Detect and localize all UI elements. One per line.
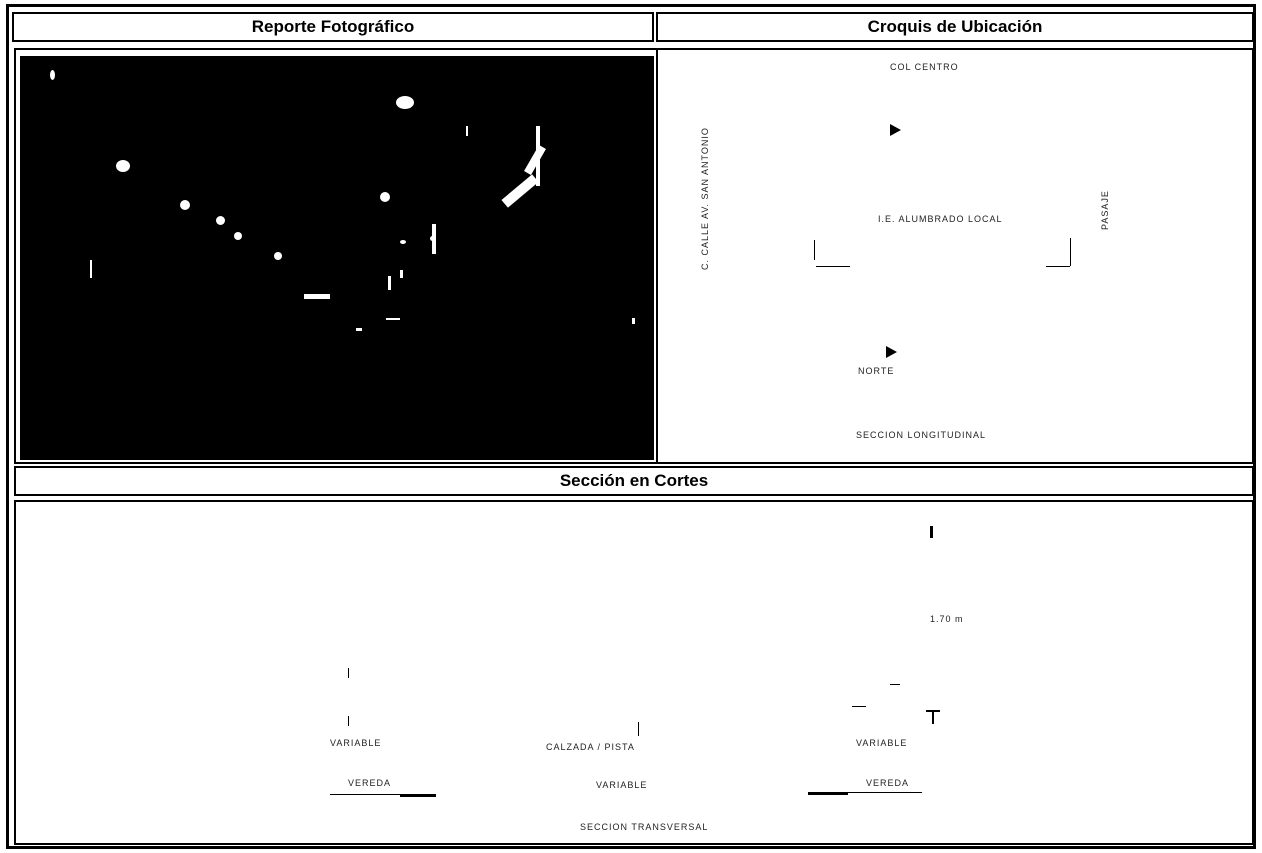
- sketch-road-line: [816, 266, 850, 267]
- light-point: [216, 216, 225, 225]
- section-ground-line: [400, 794, 436, 797]
- photo-report-header: Reporte Fotográfico: [12, 12, 654, 42]
- section-tick: [926, 710, 940, 712]
- sketch-right-vertical-label: PASAJE: [1100, 190, 1110, 230]
- night-photo: [20, 56, 654, 460]
- sketch-road-line: [814, 240, 815, 260]
- sketch-road-line: [1046, 266, 1070, 267]
- section-right-label-2: VEREDA: [866, 778, 910, 788]
- light-streak: [388, 276, 391, 290]
- light-streak: [400, 270, 403, 278]
- section-tick: [638, 722, 639, 736]
- section-center-label-2: VARIABLE: [596, 780, 648, 790]
- sketch-mid-label: I.E. ALUMBRADO LOCAL: [878, 214, 1003, 224]
- sketch-top-label: COL CENTRO: [890, 62, 959, 72]
- light-streak: [356, 328, 362, 331]
- sketch-north-label: NORTE: [858, 366, 895, 376]
- light-streak: [466, 126, 468, 136]
- section-tick: [932, 710, 934, 724]
- light-streak: [304, 294, 330, 299]
- section-left-label-2: VEREDA: [348, 778, 392, 788]
- section-tick: [852, 706, 866, 707]
- section-ground-line: [808, 792, 848, 795]
- light-streak: [501, 174, 539, 208]
- light-point: [400, 240, 406, 244]
- section-left-label-1: VARIABLE: [330, 738, 382, 748]
- light-point: [180, 200, 190, 210]
- section-ground-line: [330, 794, 436, 795]
- sections-panel: [14, 500, 1254, 845]
- location-sketch-panel: [656, 48, 1254, 464]
- light-streak: [524, 145, 546, 175]
- light-streak: [386, 318, 400, 320]
- light-point: [274, 252, 282, 260]
- section-ground-line: [808, 792, 922, 793]
- light-point: [396, 96, 414, 109]
- direction-arrow-icon: [886, 346, 897, 358]
- section-tick: [348, 668, 349, 678]
- section-bottom-label: SECCION TRANSVERSAL: [580, 822, 709, 832]
- light-point: [234, 232, 242, 240]
- section-center-label-1: CALZADA / PISTA: [546, 742, 635, 752]
- section-tick: [890, 684, 900, 685]
- sketch-bottom-label: SECCION LONGITUDINAL: [856, 430, 987, 440]
- section-marker: [930, 526, 933, 538]
- light-streak: [632, 318, 635, 324]
- section-tick: [348, 716, 349, 726]
- north-arrow-icon: [890, 124, 901, 136]
- sections-header: Sección en Cortes: [14, 466, 1254, 496]
- section-top-right-label: 1.70 m: [930, 614, 964, 624]
- section-right-label-1: VARIABLE: [856, 738, 908, 748]
- light-streak: [432, 224, 436, 254]
- light-point: [116, 160, 130, 172]
- page-frame: [6, 4, 1256, 849]
- light-point: [50, 70, 55, 80]
- light-streak: [536, 126, 540, 186]
- light-point: [380, 192, 390, 202]
- sketch-left-vertical-label: C. CALLE AV. SAN ANTONIO: [700, 127, 710, 270]
- location-sketch-header: Croquis de Ubicación: [656, 12, 1254, 42]
- sketch-road-line: [1070, 238, 1071, 266]
- light-streak: [90, 260, 92, 278]
